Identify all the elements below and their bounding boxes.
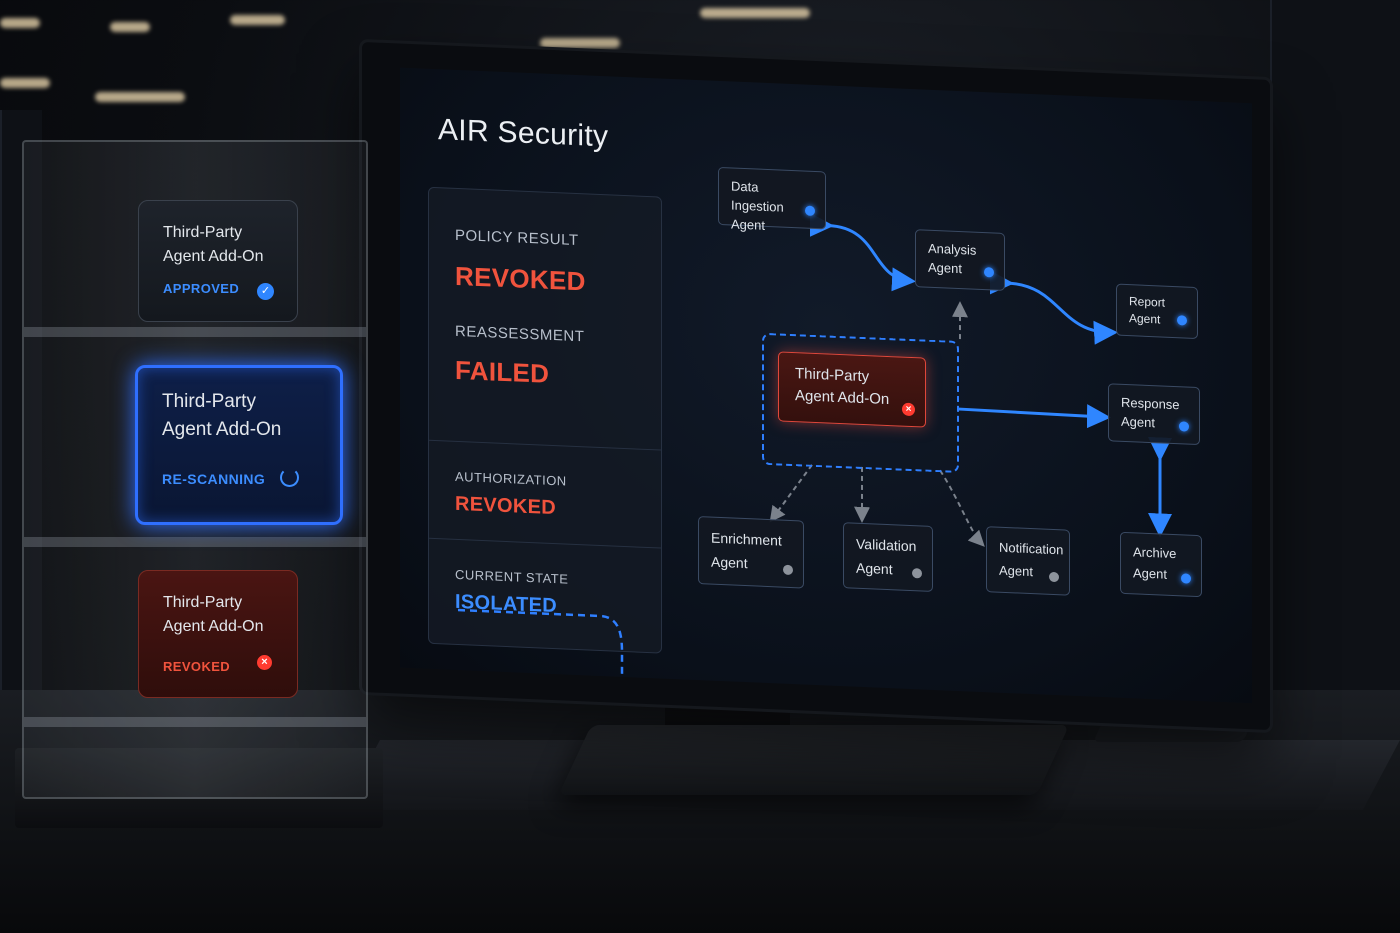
link-thirdparty-response [956, 404, 1111, 429]
status-dot-icon [984, 267, 994, 278]
monitor-screen: AIR Security POLICY RESULT REVOKED REASS… [400, 67, 1252, 704]
module-card-rescanning[interactable]: Third-Party Agent Add-On RE-SCANNING [135, 365, 343, 525]
revoked-x-icon: × [902, 402, 915, 417]
status-dot-icon [1177, 315, 1187, 326]
rack-shelf [24, 537, 366, 547]
node-label: Agent Add-On [795, 387, 890, 409]
rack-base [15, 748, 383, 828]
spinner-icon [280, 468, 299, 487]
node-label: Notification [999, 539, 1064, 558]
module-card-approved[interactable]: Third-Party Agent Add-On APPROVED ✓ [138, 200, 298, 322]
node-validation-agent[interactable]: Validation Agent [843, 522, 933, 592]
rack-shelf [24, 327, 366, 337]
node-label: Agent [999, 562, 1033, 580]
status-dot-icon [912, 568, 922, 579]
node-label: Archive [1133, 544, 1177, 562]
node-third-party-agent-addon[interactable]: Third-Party Agent Add-On × [778, 351, 926, 428]
link-ingestion-analysis [809, 212, 916, 292]
monitor-stand-base [558, 725, 1070, 795]
card-title-line1: Third-Party [162, 391, 256, 412]
node-data-ingestion-agent[interactable]: Data Ingestion Agent [718, 166, 826, 233]
node-label: Data Ingestion [731, 178, 784, 215]
node-label: Agent [1133, 565, 1167, 582]
status-dot-icon [805, 205, 815, 216]
node-label: Validation [856, 535, 917, 555]
link-analysis-report [989, 270, 1118, 345]
card-title-line1: Third-Party [163, 224, 243, 241]
node-label: Agent [928, 259, 962, 277]
node-label: Agent [711, 553, 748, 572]
card-status: APPROVED [163, 281, 240, 296]
node-archive-agent[interactable]: Archive Agent [1120, 531, 1202, 598]
diagram-connectors [458, 212, 1172, 677]
card-status: RE-SCANNING [162, 471, 266, 487]
node-label: Agent [856, 559, 893, 578]
node-report-agent[interactable]: Report Agent [1116, 283, 1198, 340]
node-enrichment-agent[interactable]: Enrichment Agent [698, 516, 804, 589]
monitor: AIR Security POLICY RESULT REVOKED REASS… [362, 42, 1270, 731]
status-dot-icon [783, 564, 793, 576]
node-label: Agent [1121, 413, 1155, 431]
link-thirdparty-notification [939, 469, 985, 547]
card-title-line2: Agent Add-On [162, 419, 282, 440]
status-dot-icon [1181, 573, 1191, 584]
status-dot-icon [1049, 571, 1059, 583]
node-label: Enrichment [711, 529, 782, 549]
node-notification-agent[interactable]: Notification Agent [986, 526, 1070, 596]
check-icon: ✓ [257, 283, 274, 300]
link-thirdparty-enrichment [769, 464, 813, 523]
x-icon: × [257, 655, 272, 670]
node-analysis-agent[interactable]: Analysis Agent [915, 229, 1005, 291]
isolation-trace [458, 608, 624, 677]
module-card-revoked[interactable]: Third-Party Agent Add-On REVOKED × [138, 570, 298, 698]
node-response-agent[interactable]: Response Agent [1108, 383, 1200, 446]
card-title-line2: Agent Add-On [163, 248, 264, 265]
card-status: REVOKED [163, 659, 231, 674]
card-title-line2: Agent Add-On [163, 618, 264, 635]
rack-shelf [24, 717, 366, 727]
card-title-line1: Third-Party [163, 594, 243, 611]
status-dot-icon [1179, 421, 1189, 432]
node-label: Agent [731, 216, 765, 233]
